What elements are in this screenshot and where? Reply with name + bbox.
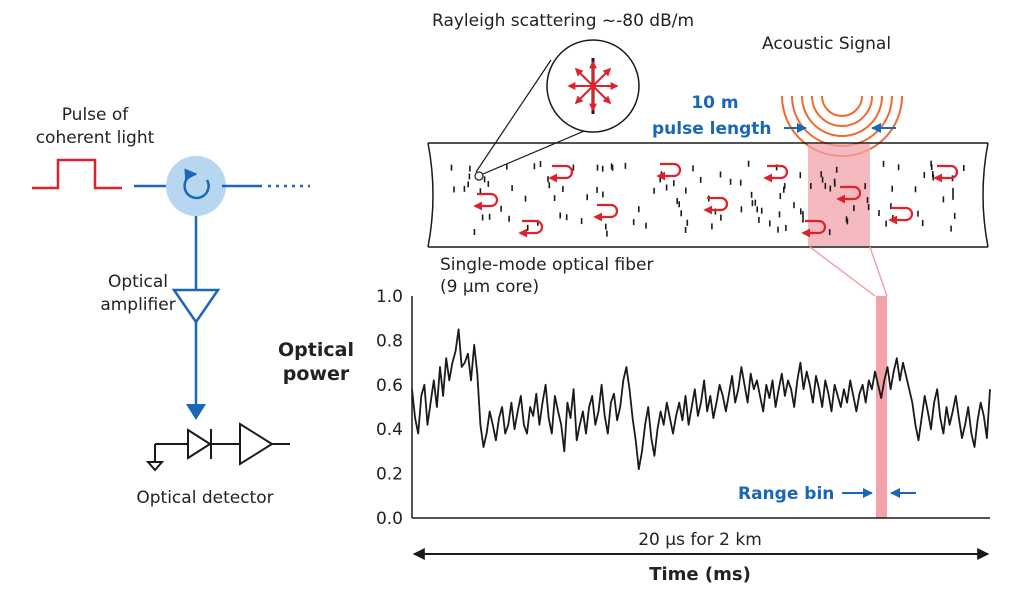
zoom-line-1 [475, 59, 552, 173]
star-arrow [592, 67, 612, 87]
backscatter-arrow-icon [656, 162, 682, 181]
span-label: 20 µs for 2 km [638, 530, 762, 550]
star-arrow [574, 67, 594, 87]
backscatter-arrow-icon [518, 219, 544, 238]
optical-power-series [411, 328, 991, 471]
detector-label: Optical detector [136, 488, 273, 508]
backscatter-arrows [473, 162, 959, 238]
circulator-icon [166, 156, 226, 216]
backscatter-arrow-icon [548, 164, 574, 183]
pulse-length-value: 10 m [691, 93, 738, 113]
acoustic-label: Acoustic Signal [762, 34, 891, 54]
y-tick-label: 0.6 [376, 376, 403, 396]
left-setup: Pulse of coherent light Optical amplifie… [32, 105, 310, 508]
backscatter-arrow-icon [888, 206, 914, 225]
pulse-label-line2: coherent light [36, 128, 155, 148]
zoom-line-2 [482, 125, 597, 175]
x-axis-label: Time (ms) [649, 564, 751, 585]
photodiode-icon [145, 422, 290, 472]
scatter-particles [450, 160, 965, 237]
rayleigh-star-icon [567, 60, 619, 112]
backscatter-arrow-icon [763, 164, 789, 183]
amplifier-icon [171, 288, 221, 325]
fiber-label-line1: Single-mode optical fiber [440, 255, 653, 275]
projection-line-2 [869, 246, 888, 297]
backscatter-arrow-icon [801, 219, 827, 238]
power-chart: 0.0 0.2 0.4 0.6 0.8 1.0 Optical power Range b… [278, 287, 991, 585]
rayleigh-label: Rayleigh scattering ~-80 dB/m [432, 11, 694, 31]
y-label-line2: power [283, 363, 350, 385]
y-tick-labels: 0.0 0.2 0.4 0.6 0.8 1.0 [376, 287, 403, 529]
y-tick-label: 0.0 [376, 509, 403, 529]
pulse-length-label: pulse length [652, 119, 772, 139]
range-bin-label: Range bin [738, 484, 834, 504]
projection-line-1 [809, 246, 876, 297]
backscatter-arrow-icon [836, 185, 862, 204]
fiber-right-cap [982, 142, 989, 248]
star-arrow [592, 85, 612, 105]
scatter-point-icon [474, 171, 484, 181]
backscatter-arrow-icon [593, 203, 619, 222]
fiber-left-cap [427, 142, 434, 248]
backscatter-arrow-icon [933, 164, 959, 183]
pulse-shape [32, 158, 122, 190]
circulator-arrow-icon [183, 168, 210, 200]
backscatter-arrow-icon [473, 192, 499, 211]
star-arrow [574, 85, 594, 105]
backscatter-arrow-icon [703, 196, 729, 215]
down-arrow-icon [186, 404, 206, 420]
amp-label-line2: amplifier [100, 295, 175, 315]
fiber-section: Rayleigh scattering ~-80 dB/m Acoustic S… [427, 11, 989, 297]
y-tick-label: 0.8 [376, 331, 403, 351]
y-tick-label: 1.0 [376, 287, 403, 307]
y-tick-label: 0.4 [376, 420, 403, 440]
y-label-line1: Optical [278, 339, 354, 361]
y-tick-label: 0.2 [376, 465, 403, 485]
pulse-label-line1: Pulse of [62, 105, 130, 125]
range-bin-band [876, 296, 887, 518]
fiber-label-line2: (9 µm core) [440, 277, 539, 297]
amp-label-line1: Optical [108, 272, 168, 292]
